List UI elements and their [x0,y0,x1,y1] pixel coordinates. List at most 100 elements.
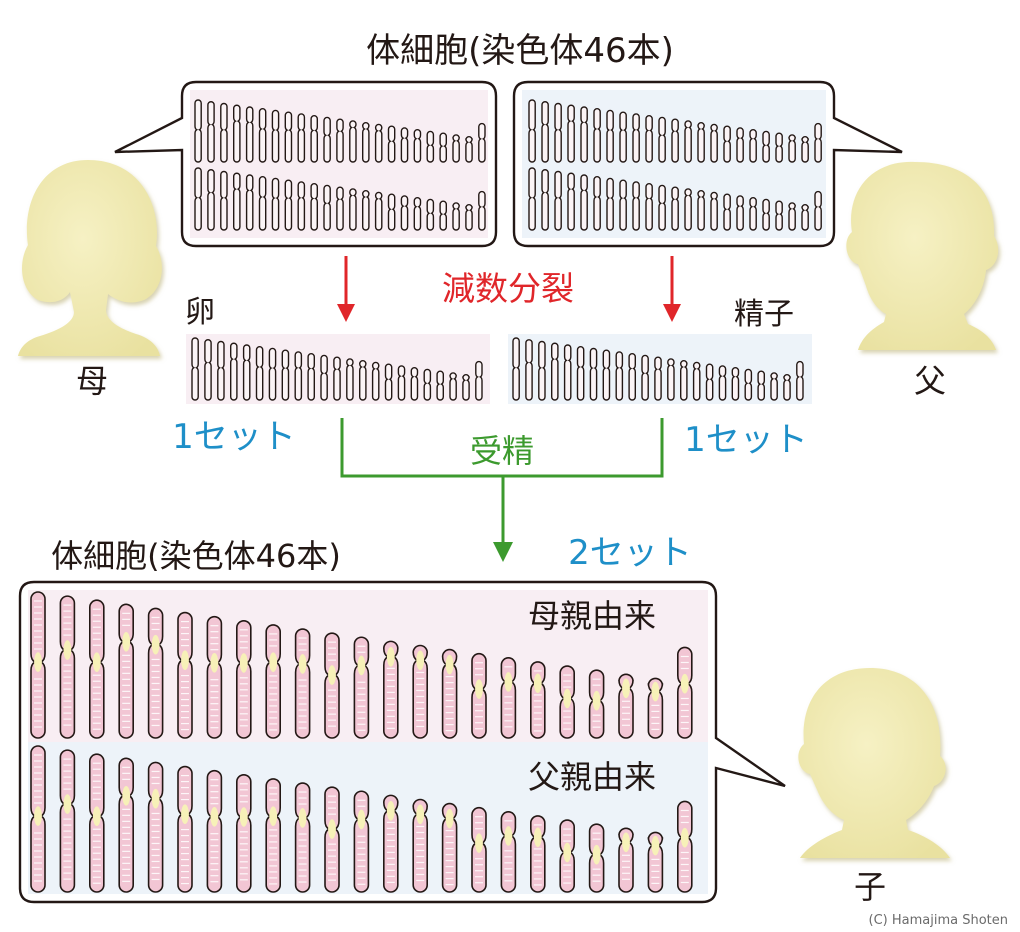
mother-row2-chromosome-4 [233,172,241,231]
sperm-chromosome-19 [744,368,753,401]
sperm-chromosome-10 [628,353,636,401]
sperm-chromosome-12 [654,356,662,401]
sperm-chromosome-18 [731,367,740,401]
father-row1-chromosome-11 [658,116,666,163]
maternal-chromosome-20 [588,669,605,739]
father-row1-chromosome-22 [801,136,809,163]
father-row2-chromosome-13 [684,188,692,231]
father-row1-chromosome-14 [697,122,705,163]
paternal-chromosome-4 [118,757,134,893]
father-row1-chromosome-15 [710,123,718,163]
maternal-chromosome-9 [265,624,281,739]
father-row1-chromosome-1 [528,99,536,163]
egg-chromosome-17 [397,365,406,401]
father-row2-chromosome-6 [593,176,601,231]
paternal-chromosome-6 [177,765,193,893]
father-row2-chromosome-10 [645,183,653,231]
maternal-chromosome-1 [30,591,46,739]
egg-chromosome-18 [410,367,419,401]
father-row2-chromosome-8 [619,179,627,231]
father-row1-chromosome-2 [541,101,549,163]
father-row1-chromosome-3 [554,102,562,163]
paternal-chromosome-9 [265,778,281,893]
set-two-label: 2セット [568,533,692,573]
father-cell-row-1 [528,99,822,163]
maternal-chromosome-3 [89,599,105,739]
mother-row1-chromosome-5 [245,106,254,163]
fertilization-label: 受精 [470,432,534,470]
mother-row1-chromosome-20 [439,132,447,163]
sperm-chromosome-23 [796,360,804,401]
father-row2-chromosome-5 [580,174,588,231]
paternal-chromosome-20 [588,823,605,893]
father-row1-chromosome-5 [580,106,588,163]
mother-row2-chromosome-21 [452,202,460,231]
paternal-chromosome-17 [500,811,517,893]
child-label: 子 [854,868,886,906]
father-row2-chromosome-11 [658,184,666,231]
maternal-chromosome-16 [471,652,487,739]
meiosis-label: 減数分裂 [442,269,574,308]
paternal-chromosome-23 [677,800,693,893]
egg-chromosome-13 [346,358,354,401]
mother-row1-chromosome-17 [400,127,409,163]
egg-chromosome-8 [281,349,290,401]
paternal-chromosome-21 [618,827,634,893]
mother-silhouette [18,160,162,356]
mother-row2-chromosome-10 [310,183,318,231]
egg-chromosome-5 [242,344,251,401]
father-row2-chromosome-18 [749,197,757,231]
mother-row2-chromosome-3 [220,170,228,231]
egg-chromosome-6 [255,346,264,401]
father-cell-row-2 [528,167,822,231]
egg-label: 卵 [185,295,215,330]
paternal-origin-label: 父親由来 [528,758,656,796]
egg-chromosome-23 [475,360,483,401]
maternal-origin-label: 母親由来 [528,597,656,635]
maternal-chromosome-5 [147,607,164,739]
father-row1-chromosome-19 [762,130,770,163]
paternal-chromosome-12 [353,790,370,893]
paternal-chromosome-16 [471,806,487,893]
mother-row1-chromosome-1 [194,99,202,163]
mother-row1-chromosome-19 [426,130,435,163]
mother-row1-chromosome-8 [284,111,293,163]
egg-chromosome-16 [384,363,393,401]
mother-row2-chromosome-2 [207,169,215,231]
mother-row1-chromosome-21 [452,134,460,163]
maternal-chromosomes [30,591,693,739]
mother-label: 母 [76,362,108,400]
mother-row2-chromosome-5 [245,174,254,231]
mother-row2-chromosome-1 [194,167,202,231]
egg-chromosome-3 [217,340,225,401]
mother-row1-chromosome-9 [297,113,306,163]
fertilization-arrow-head [493,542,513,562]
egg-chromosome-4 [230,342,238,401]
sperm-chromosome-21 [770,372,778,401]
paternal-chromosome-10 [294,782,311,893]
father-row2-chromosome-12 [671,186,679,231]
maternal-chromosome-19 [559,665,575,739]
father-row1-chromosome-16 [723,125,731,163]
mother-row1-chromosome-15 [374,123,383,163]
father-cell-bubble [512,80,903,248]
father-row2-chromosome-16 [723,193,731,231]
father-row2-chromosome-9 [632,181,640,231]
paternal-chromosome-2 [59,749,76,893]
father-row1-chromosome-13 [684,120,692,163]
sperm-chromosome-8 [602,349,611,401]
egg-chromosome-14 [359,360,367,401]
top-title: 体細胞(染色体46本) [366,31,674,71]
maternal-chromosome-7 [206,615,223,739]
maternal-chromosome-22 [647,677,664,739]
egg-chromosome-12 [333,356,341,401]
father-row2-chromosome-3 [554,170,562,231]
father-row1-chromosome-8 [619,111,627,163]
father-row2-chromosome-2 [541,169,549,231]
sperm-chromosome-20 [757,370,765,401]
maternal-chromosome-21 [618,673,634,739]
paternal-chromosome-15 [441,802,458,893]
sperm-chromosome-22 [783,374,791,401]
mother-cell-row-1 [194,99,486,163]
